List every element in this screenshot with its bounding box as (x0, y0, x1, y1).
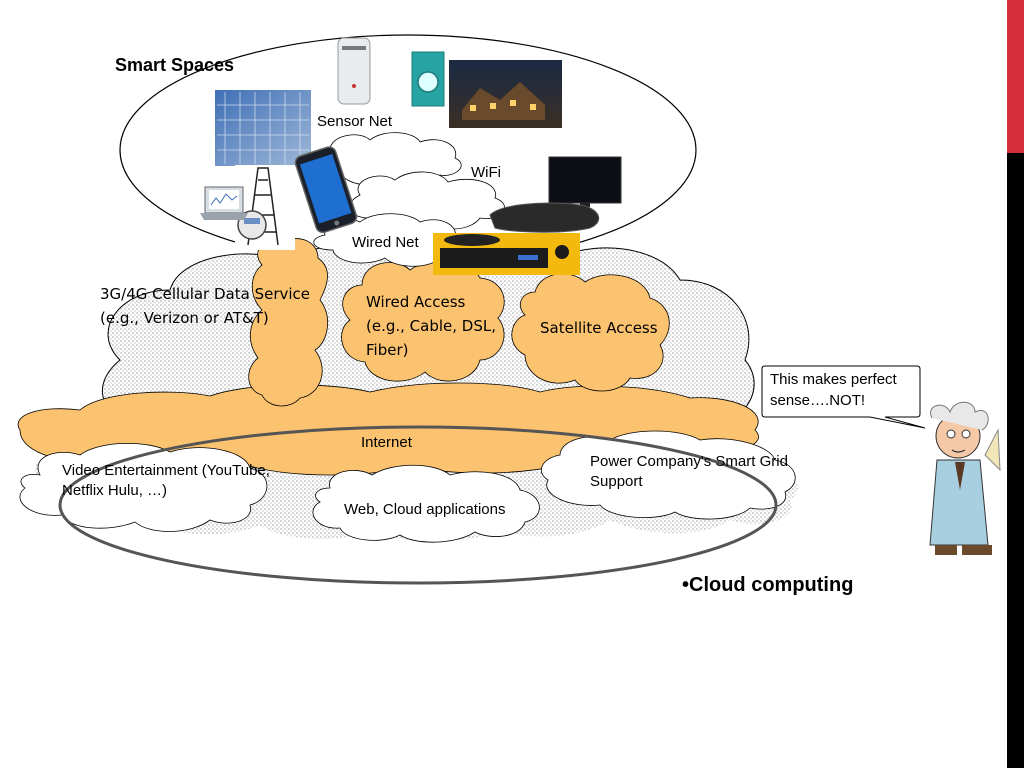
satellite-access-cloud (511, 273, 670, 392)
wired-net-label: Wired Net (352, 234, 419, 251)
cellular-label: 3G/4G Cellular Data Service (e.g., Veriz… (100, 285, 311, 327)
video-entertainment-cloud (19, 442, 268, 532)
water-heater-image (337, 37, 371, 105)
video-entertainment-label: Video Entertainment (YouTube, Netflix Hu… (62, 462, 270, 499)
laptop-image (200, 186, 248, 220)
speech-bubble (761, 365, 926, 429)
solar-panel-image (215, 90, 311, 166)
wired-access-label: Wired Access (e.g., Cable, DSL, Fiber) (366, 293, 496, 359)
cloud-computing-ellipse (58, 425, 778, 585)
dvr-box-image (433, 233, 580, 275)
scientist-cartoon (929, 401, 1001, 555)
internet-label: Internet (361, 434, 412, 451)
satellite-access-label: Satellite Access (540, 319, 658, 337)
power-company-label: Power Company's Smart Grid Support (590, 453, 788, 490)
smart-home-image (449, 60, 562, 128)
smart-spaces-label: Smart Spaces (115, 55, 235, 75)
smartphone-image (294, 146, 358, 234)
sidebar-black-accent (1007, 153, 1024, 768)
game-console-image (489, 202, 600, 233)
washing-machine-image (411, 51, 445, 107)
sensor-net-label: Sensor Net (317, 113, 393, 130)
web-cloud-applications-cloud (312, 464, 540, 543)
power-tower-image (235, 165, 295, 250)
wifi-label: WiFi (471, 164, 501, 181)
web-cloud-label: Web, Cloud applications (344, 501, 506, 518)
cellular-cloud (248, 238, 329, 407)
sidebar-red-accent (1007, 0, 1024, 153)
cloud-computing-bullet: •Cloud computing (682, 574, 854, 596)
speech-bubble-text: This makes perfect sense….NOT! (770, 371, 897, 409)
television-image (548, 156, 622, 207)
